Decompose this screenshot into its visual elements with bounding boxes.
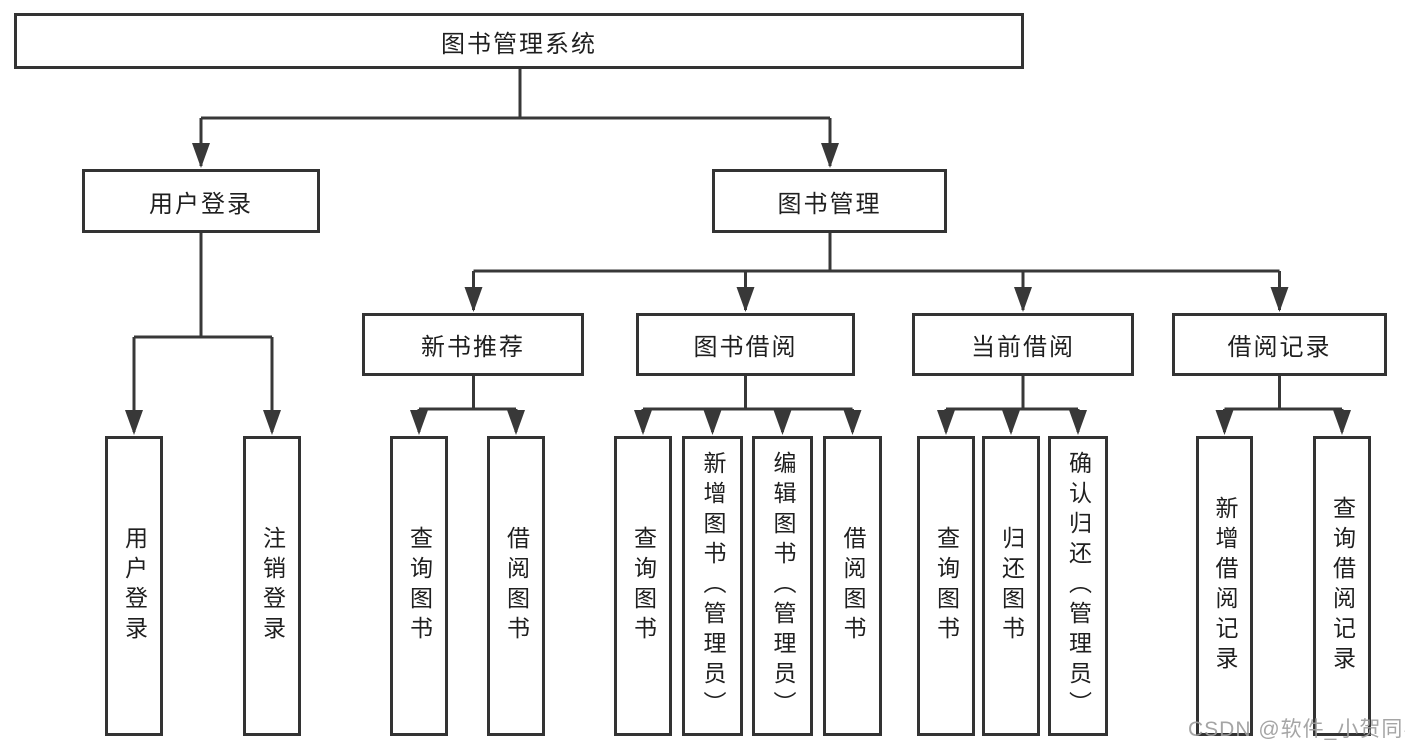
leaf-query-borrow-record: 查询借阅记录 xyxy=(1313,436,1371,736)
leaf-query-books-recommend: 查询图书 xyxy=(390,436,448,736)
leaf-add-borrow-record: 新增借阅记录 xyxy=(1196,436,1253,736)
leaf-query-books-borrowing: 查询图书 xyxy=(614,436,672,736)
node-book-borrowing: 图书借阅 xyxy=(636,313,855,376)
leaf-label: 查询图书 xyxy=(406,526,433,646)
node-library-management-system: 图书管理系统 xyxy=(14,13,1024,69)
node-label: 新书推荐 xyxy=(421,334,525,361)
leaf-query-books-current: 查询图书 xyxy=(917,436,975,736)
csdn-watermark: CSDN @软件_小贺同学 xyxy=(1188,718,1405,741)
leaf-label: 归还图书 xyxy=(998,526,1025,646)
node-current-borrowing: 当前借阅 xyxy=(912,313,1134,376)
node-label: 借阅记录 xyxy=(1227,334,1332,361)
leaf-borrow-books-recommend: 借阅图书 xyxy=(487,436,545,736)
leaf-label: 新增图书（管理员） xyxy=(700,451,726,721)
leaf-label: 借阅图书 xyxy=(503,526,530,646)
connector-root-to-level2 xyxy=(199,69,832,166)
leaf-label: 查询借阅记录 xyxy=(1329,496,1356,676)
leaf-label: 注销登录 xyxy=(259,526,286,646)
leaf-confirm-return-admin: 确认归还（管理员） xyxy=(1048,436,1108,736)
leaf-label: 查询图书 xyxy=(630,526,657,646)
connector-book-borrow-branch xyxy=(641,376,854,432)
leaf-label: 新增借阅记录 xyxy=(1212,496,1238,676)
node-label: 图书借阅 xyxy=(693,334,798,361)
leaf-add-books-admin: 新增图书（管理员） xyxy=(682,436,743,736)
leaf-return-books: 归还图书 xyxy=(982,436,1040,736)
leaf-logout: 注销登录 xyxy=(243,436,301,736)
leaf-label: 确认归还（管理员） xyxy=(1065,451,1092,721)
leaf-edit-books-admin: 编辑图书（管理员） xyxy=(752,436,813,736)
leaf-label: 编辑图书（管理员） xyxy=(770,451,796,721)
connector-user-login-branch xyxy=(132,233,274,432)
node-new-book-recommendation: 新书推荐 xyxy=(362,313,584,376)
connector-book-mgmt-branch xyxy=(472,233,1281,310)
node-label: 当前借阅 xyxy=(971,334,1075,361)
node-borrowing-records: 借阅记录 xyxy=(1172,313,1387,376)
node-user-login: 用户登录 xyxy=(82,169,320,233)
node-label: 图书管理 xyxy=(777,190,882,218)
node-label: 用户登录 xyxy=(149,190,253,218)
connector-new-book-branch xyxy=(417,376,518,432)
leaf-borrow-books-borrowing: 借阅图书 xyxy=(823,436,882,736)
node-book-management: 图书管理 xyxy=(712,169,947,233)
leaf-user-login: 用户登录 xyxy=(105,436,163,736)
leaf-label: 查询图书 xyxy=(933,526,960,646)
connector-borrow-record-branch xyxy=(1223,376,1344,432)
leaf-label: 借阅图书 xyxy=(840,526,866,646)
node-label: 图书管理系统 xyxy=(441,30,597,58)
leaf-label: 用户登录 xyxy=(121,526,148,646)
